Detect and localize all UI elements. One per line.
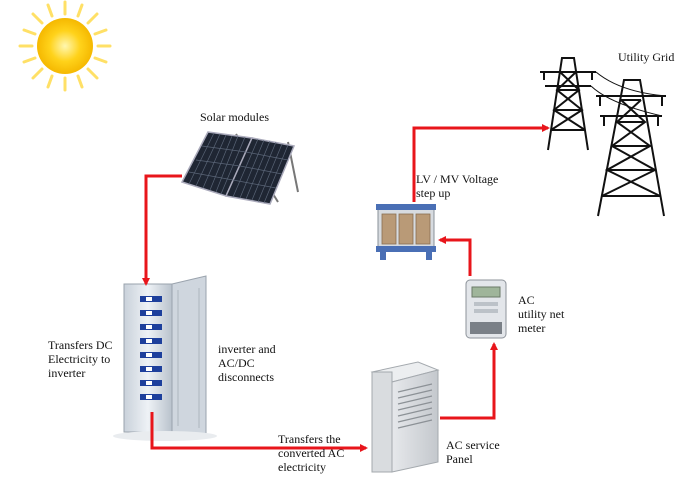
solar-modules-label: Solar modules: [200, 110, 269, 124]
arrow-panels-to-inverter: [142, 174, 182, 286]
meter-label: AC utility net meter: [518, 293, 565, 335]
flow-arrows: [142, 124, 550, 452]
utility-grid-label: Utility Grid: [618, 50, 675, 64]
arrow-service-panel-to-meter: [440, 342, 498, 420]
transformer-label: LV / MV Voltage step up: [416, 172, 499, 200]
arrow-inverter-to-service-panel: [150, 412, 368, 452]
transformer-icon: [376, 204, 436, 260]
arrow-meter-to-transformer: [438, 236, 472, 276]
solar-panel-icon: [180, 131, 299, 205]
service-panel-label: AC service Panel: [446, 438, 500, 466]
dc-transfer-label: Transfers DC Electricity to inverter: [48, 338, 113, 380]
inverter-label: inverter and AC/DC disconnects: [218, 342, 276, 384]
transmission-tower-icon: [540, 57, 667, 217]
inverter-cabinet-icon: [113, 275, 217, 441]
ac-transfer-label: Transfers the converted AC electricity: [278, 432, 345, 474]
arrow-transformer-to-grid: [412, 124, 550, 202]
ac-service-panel-icon: [370, 361, 440, 473]
utility-meter-icon: [465, 279, 507, 339]
sun-icon: [18, 0, 112, 92]
